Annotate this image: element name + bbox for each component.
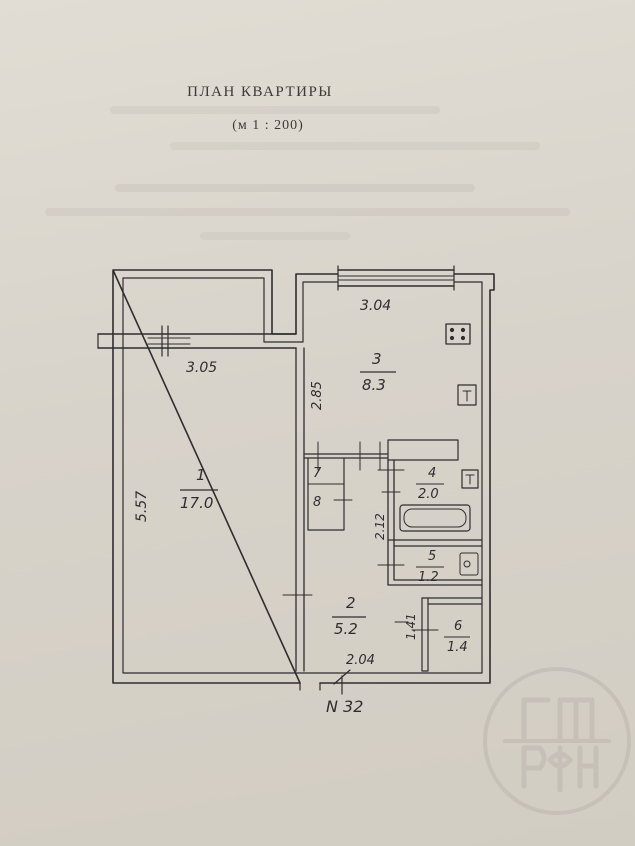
bleed-through-line xyxy=(45,208,570,216)
partition-room3 xyxy=(303,453,389,459)
room-3-area: 8.3 xyxy=(362,376,386,394)
document-title: ПЛАН КВАРТИРЫ xyxy=(187,84,333,100)
window-room-1 xyxy=(97,325,297,357)
room-4-number: 4 xyxy=(428,466,436,481)
room-labels: 1 17.0 2 5.2 3 8.3 4 2.0 5 1.2 6 1.4 7 8 xyxy=(180,350,470,655)
bleed-through-line xyxy=(115,184,475,192)
document-scale: (м 1 : 200) xyxy=(232,118,304,133)
stamp-seal xyxy=(483,667,631,815)
window-room-3 xyxy=(337,265,455,291)
dim-closet-length: 1.41 xyxy=(404,613,418,640)
dimension-labels: 3.05 3.04 2.04 5.57 2.85 2.12 1.41 xyxy=(134,298,418,668)
closet-6-block xyxy=(421,597,429,672)
entrance-arrow xyxy=(333,669,351,695)
dim-room3-length: 2.85 xyxy=(310,381,325,410)
sink-icon xyxy=(459,552,479,576)
room-6-number: 6 xyxy=(454,619,462,634)
room-3-number: 3 xyxy=(372,350,382,368)
stove-icon xyxy=(445,323,471,345)
room-7-number: 7 xyxy=(313,466,322,481)
room-6-area: 1.4 xyxy=(447,640,468,655)
kitchen-block xyxy=(387,439,459,461)
room-5-area: 1.2 xyxy=(418,570,439,585)
radiator-bath-icon xyxy=(461,469,479,489)
apartment-number: N 32 xyxy=(326,697,363,716)
closet-block xyxy=(307,457,345,531)
room-2-area: 5.2 xyxy=(334,620,358,638)
bleed-through-line xyxy=(200,232,350,240)
dim-hall-width: 2.04 xyxy=(346,653,375,668)
dim-room1-length: 5.57 xyxy=(134,491,150,522)
dim-room1-width: 3.05 xyxy=(186,360,217,376)
room-4-area: 2.0 xyxy=(418,487,439,502)
room-1-area: 17.0 xyxy=(180,494,213,512)
room-5-number: 5 xyxy=(428,549,436,564)
room-1-number: 1 xyxy=(196,466,206,484)
room-8-number: 8 xyxy=(313,495,321,510)
partition-room1 xyxy=(295,347,305,672)
bath-block xyxy=(387,459,483,586)
bleed-through-line xyxy=(110,106,440,114)
bleed-through-line xyxy=(170,142,540,150)
radiator-room3-icon xyxy=(457,384,477,406)
dim-room3-width: 3.04 xyxy=(360,298,391,314)
dim-bath-length: 2.12 xyxy=(373,513,387,540)
room-2-number: 2 xyxy=(346,594,356,612)
bathtub-icon xyxy=(399,504,471,532)
outer-wall-inner xyxy=(122,277,483,674)
